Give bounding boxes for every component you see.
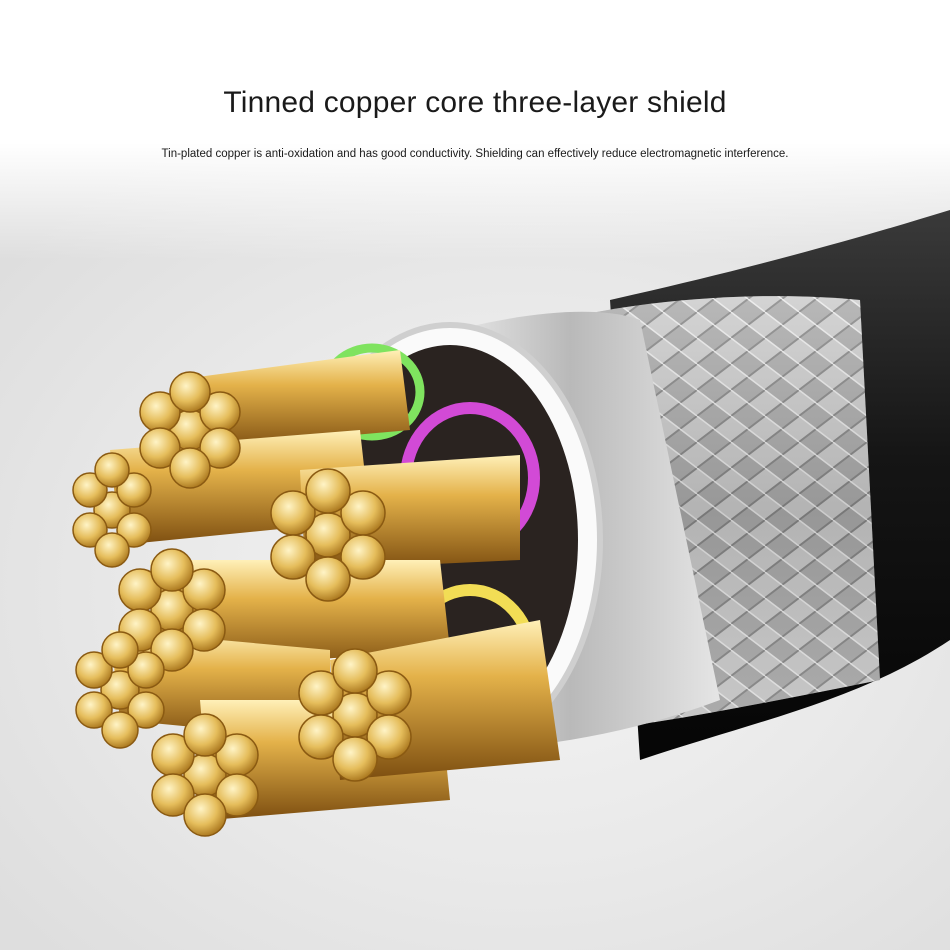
copper-strand-bundles xyxy=(72,371,412,837)
page-subtitle: Tin-plated copper is anti-oxidation and … xyxy=(161,148,789,160)
top-fade xyxy=(0,0,950,260)
page-title: Tinned copper core three-layer shield xyxy=(223,86,727,119)
